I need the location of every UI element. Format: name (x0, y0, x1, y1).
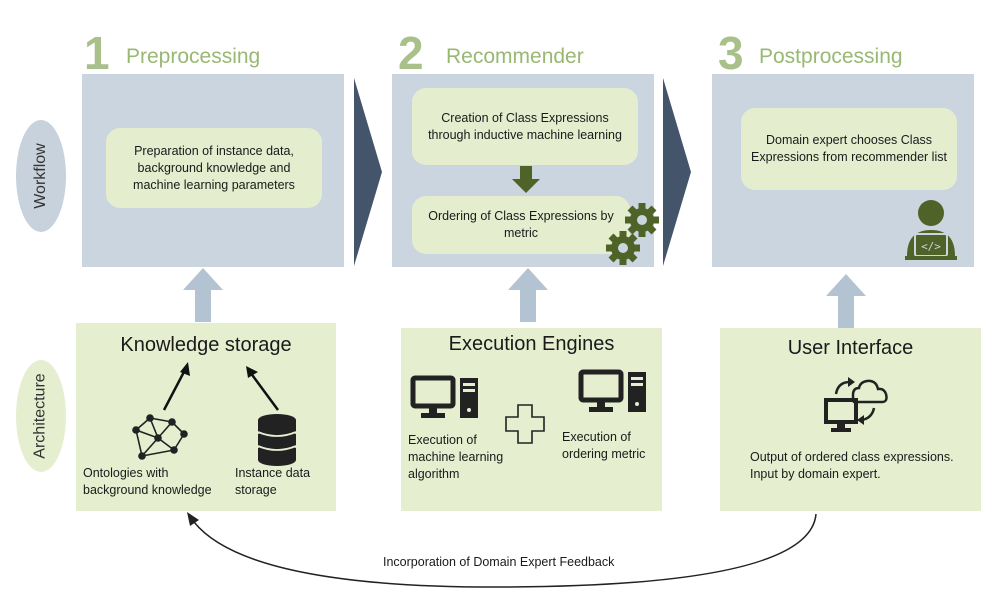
up-arrow-engines (508, 268, 548, 322)
expert-box: Domain expert chooses Class Expressions … (741, 108, 957, 190)
step-2-number: 2 (398, 27, 424, 79)
step-2-title: Recommender (446, 45, 584, 68)
up-arrow-knowledge (183, 268, 223, 322)
step-1-title: Preprocessing (126, 45, 261, 68)
step-3-number: 3 (718, 27, 744, 79)
up-arrow-ui (826, 274, 866, 328)
creation-box: Creation of Class Expressions through in… (412, 88, 638, 165)
ui-output-label: Output of ordered class expressions. Inp… (750, 450, 954, 481)
user-interface-panel: User Interface (720, 328, 981, 511)
user-interface-title: User Interface (787, 337, 914, 359)
database-icon (257, 414, 297, 466)
ml-execution-label: Execution of machine learning algorithm (408, 433, 504, 481)
architecture-side-label: Architecture (16, 360, 66, 472)
execution-engines-panel: Execution Engines (401, 328, 662, 511)
metric-computer-icon (578, 369, 646, 412)
ml-computer-icon (410, 375, 478, 418)
feedback-label: Incorporation of Domain Expert Feedback (383, 555, 615, 569)
execution-engines-title: Execution Engines (448, 333, 615, 355)
preprocessing-box: Preparation of instance data, background… (106, 128, 322, 208)
svg-text:</>: </> (921, 240, 941, 253)
metric-execution-label: Execution of ordering metric (562, 430, 646, 461)
chevron-arrow-1 (354, 78, 382, 266)
step-3-title: Postprocessing (759, 45, 903, 68)
gears-icon (606, 203, 659, 265)
plus-icon (505, 404, 545, 444)
chevron-arrow-2 (663, 78, 691, 266)
instance-data-label: Instance data storage (235, 466, 311, 497)
step-1-number: 1 (84, 27, 110, 79)
ordering-box: Ordering of Class Expressions by metric (412, 196, 630, 254)
ontology-graph-icon (132, 414, 188, 460)
diagonal-arrows (162, 362, 280, 411)
down-arrow (512, 166, 540, 193)
workflow-side-label: Workflow (16, 120, 66, 232)
knowledge-storage-title: Knowledge storage (120, 334, 292, 356)
developer-icon: </> (905, 200, 957, 260)
cloud-sync-icon (824, 377, 888, 432)
ontology-label: Ontologies with background knowledge (83, 466, 212, 497)
